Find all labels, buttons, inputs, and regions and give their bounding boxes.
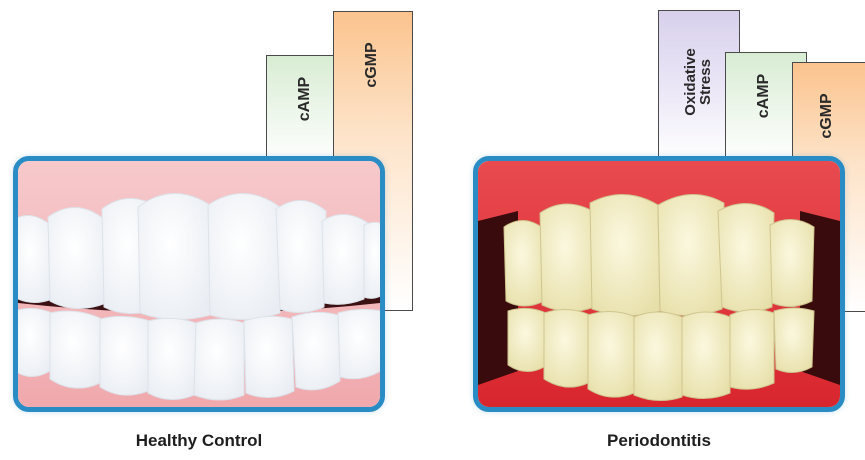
healthy-camp-label: cAMP: [297, 69, 313, 129]
perio-oxidative-label: Oxidative Stress: [683, 27, 713, 137]
periodontitis-teeth-illustration: [478, 161, 840, 407]
healthy-teeth-panel: [13, 156, 385, 412]
healthy-teeth-illustration: [18, 161, 380, 407]
healthy-cgmp-label: cGMP: [364, 35, 380, 95]
periodontitis-caption: Periodontitis: [473, 431, 845, 451]
perio-oxidative-line2: Stress: [698, 27, 713, 137]
periodontitis-teeth-panel: [473, 156, 845, 412]
healthy-control-caption: Healthy Control: [13, 431, 385, 451]
perio-cgmp-label: cGMP: [819, 86, 835, 146]
perio-camp-label: cAMP: [756, 66, 772, 126]
perio-oxidative-line1: Oxidative: [683, 27, 698, 137]
